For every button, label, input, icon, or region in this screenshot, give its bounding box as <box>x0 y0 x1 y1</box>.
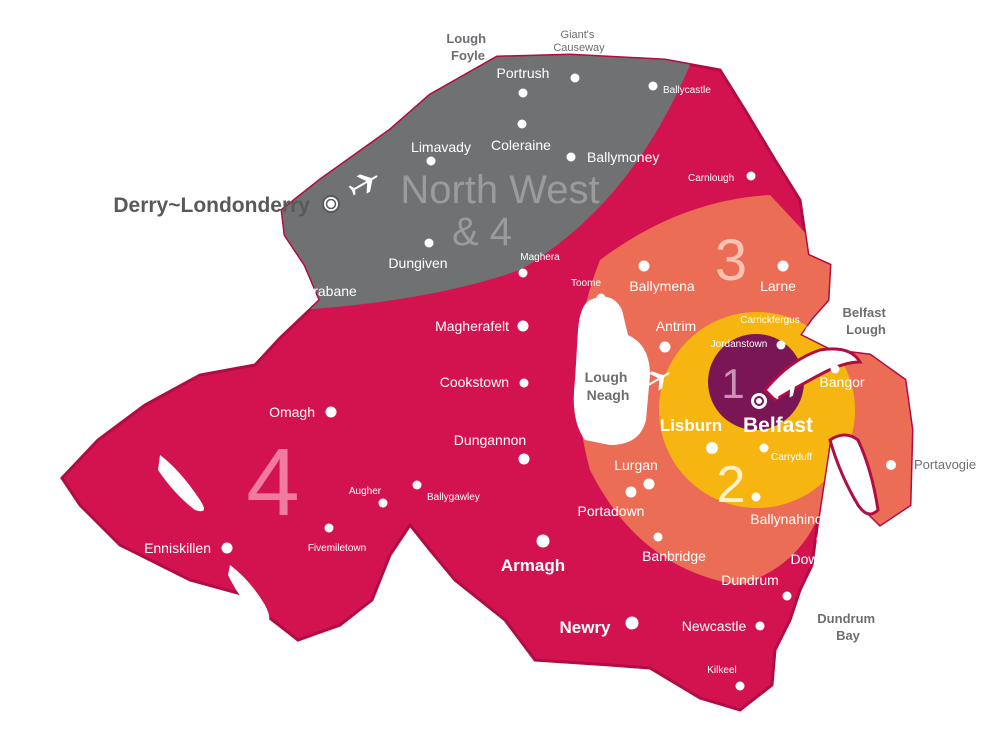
dot-icon <box>751 492 761 502</box>
zone-northwest-sub-label: & 4 <box>452 210 512 254</box>
dot-icon <box>648 81 658 91</box>
dot-icon <box>424 238 434 248</box>
belfast-lough-label: Belfast Lough <box>843 305 890 337</box>
dot-icon <box>782 591 792 601</box>
place-portrush-label: Portrush <box>497 65 550 81</box>
place-portadown-label: Portadown <box>578 503 645 519</box>
zone-3-label: 3 <box>715 228 747 293</box>
place-banbridge-label: Banbridge <box>642 548 706 564</box>
dot-icon <box>706 442 718 454</box>
place-carryduff-label: Carryduff <box>771 452 812 463</box>
lough-foyle-label: Lough Foyle <box>446 31 489 63</box>
place-strabane-label: Strabane <box>300 283 357 299</box>
ringed-dot-icon <box>751 393 767 409</box>
dot-icon <box>653 532 663 542</box>
place-ballynahinch-label: Ballynahinch <box>750 511 829 527</box>
dot-icon <box>378 498 388 508</box>
place-jordanstown-label: Jordanstown <box>711 339 768 350</box>
place-belfast-label: Belfast <box>743 414 813 437</box>
dot-icon <box>659 341 671 353</box>
lough-erne-water <box>158 455 204 512</box>
place-derry-label: Derry~Londonderry <box>113 194 310 217</box>
dot-icon <box>776 340 786 350</box>
dot-icon <box>221 542 233 554</box>
place-fivemiletown-label: Fivemiletown <box>308 543 366 554</box>
dot-icon <box>625 486 637 498</box>
dot-icon <box>426 156 436 166</box>
dot-icon <box>570 73 580 83</box>
place-limavady-label: Limavady <box>411 139 471 155</box>
dot-icon <box>282 284 294 296</box>
dundrum-bay-label: Dundrum Bay <box>817 611 878 643</box>
airplane-icon <box>640 371 670 393</box>
dot-icon <box>536 534 550 548</box>
dot-icon <box>638 260 650 272</box>
portavogie-label: Portavogie <box>914 457 976 472</box>
place-toome-label: Toome <box>571 278 601 289</box>
zone-2-label: 2 <box>717 456 746 514</box>
place-kilkeel-label: Kilkeel <box>707 665 736 676</box>
dot-icon <box>518 88 528 98</box>
lough-neagh-label: Lough Neagh <box>585 369 632 403</box>
dot-icon <box>412 480 422 490</box>
dot-icon <box>518 268 528 278</box>
place-armagh-label: Armagh <box>501 556 565 575</box>
place-antrim-label: Antrim <box>656 318 696 334</box>
dot-icon <box>805 325 815 335</box>
zone-4-label: 4 <box>246 429 299 536</box>
dot-icon <box>324 523 334 533</box>
place-ballymena-label: Ballymena <box>629 278 695 294</box>
dot-icon <box>566 152 576 162</box>
ringed-dot-icon <box>322 195 340 213</box>
dot-icon <box>517 320 529 332</box>
place-bangor-label: Bangor <box>819 374 864 390</box>
place-omagh-label: Omagh <box>269 404 315 420</box>
dot-icon <box>816 534 826 544</box>
airplane-icon <box>348 174 378 196</box>
place-larne-label: Larne <box>760 278 796 294</box>
dot-icon <box>643 478 655 490</box>
zone-1-area <box>708 334 804 430</box>
dot-icon <box>325 406 337 418</box>
dot-icon <box>777 260 789 272</box>
place-cookstown-label: Cookstown <box>440 374 509 390</box>
place-maghera-label: Maghera <box>520 252 560 263</box>
place-ballymoney-label: Ballymoney <box>587 149 659 165</box>
place-dungiven-label: Dungiven <box>388 255 447 271</box>
strangford-lough-water <box>828 433 880 516</box>
place-coleraine-label: Coleraine <box>491 137 551 153</box>
place-ballygawley-label: Ballygawley <box>427 492 480 503</box>
place-lurgan-label: Lurgan <box>614 457 658 473</box>
dot-icon <box>518 453 530 465</box>
dot-icon <box>746 171 756 181</box>
zone-1-label: 1 <box>721 360 744 407</box>
dot-icon <box>519 378 529 388</box>
place-downpatrick-label: Downpatrick <box>790 551 868 567</box>
dot-icon <box>596 293 606 303</box>
dot-icon <box>759 443 769 453</box>
place-carrickfergus-label: Carrickfergus <box>740 315 799 326</box>
giants-causeway-label: Giant's Causeway <box>553 29 605 54</box>
place-dundrum-label: Dundrum <box>721 572 779 588</box>
lough-neagh-water <box>573 296 650 445</box>
place-magherafelt-label: Magherafelt <box>435 318 509 334</box>
place-dungannon-label: Dungannon <box>454 432 526 448</box>
lough-erne-lower-water <box>228 565 270 623</box>
dot-icon <box>625 616 639 630</box>
dot-icon <box>735 681 745 691</box>
place-newcastle-label: Newcastle <box>682 618 747 634</box>
place-lisburn-label: Lisburn <box>660 416 722 435</box>
place-newry-label: Newry <box>559 618 611 637</box>
place-augher-label: Augher <box>349 486 382 497</box>
zone-northwest-label: North West <box>400 168 599 212</box>
dot-icon <box>755 621 765 631</box>
place-ballycastle-label: Ballycastle <box>663 85 711 96</box>
portavogie-dot-icon <box>886 460 896 470</box>
airplane-icon <box>771 378 801 400</box>
place-enniskillen-label: Enniskillen <box>144 540 211 556</box>
dot-icon <box>517 119 527 129</box>
place-carnlough-label: Carnlough <box>688 173 734 184</box>
dot-icon <box>830 364 840 374</box>
